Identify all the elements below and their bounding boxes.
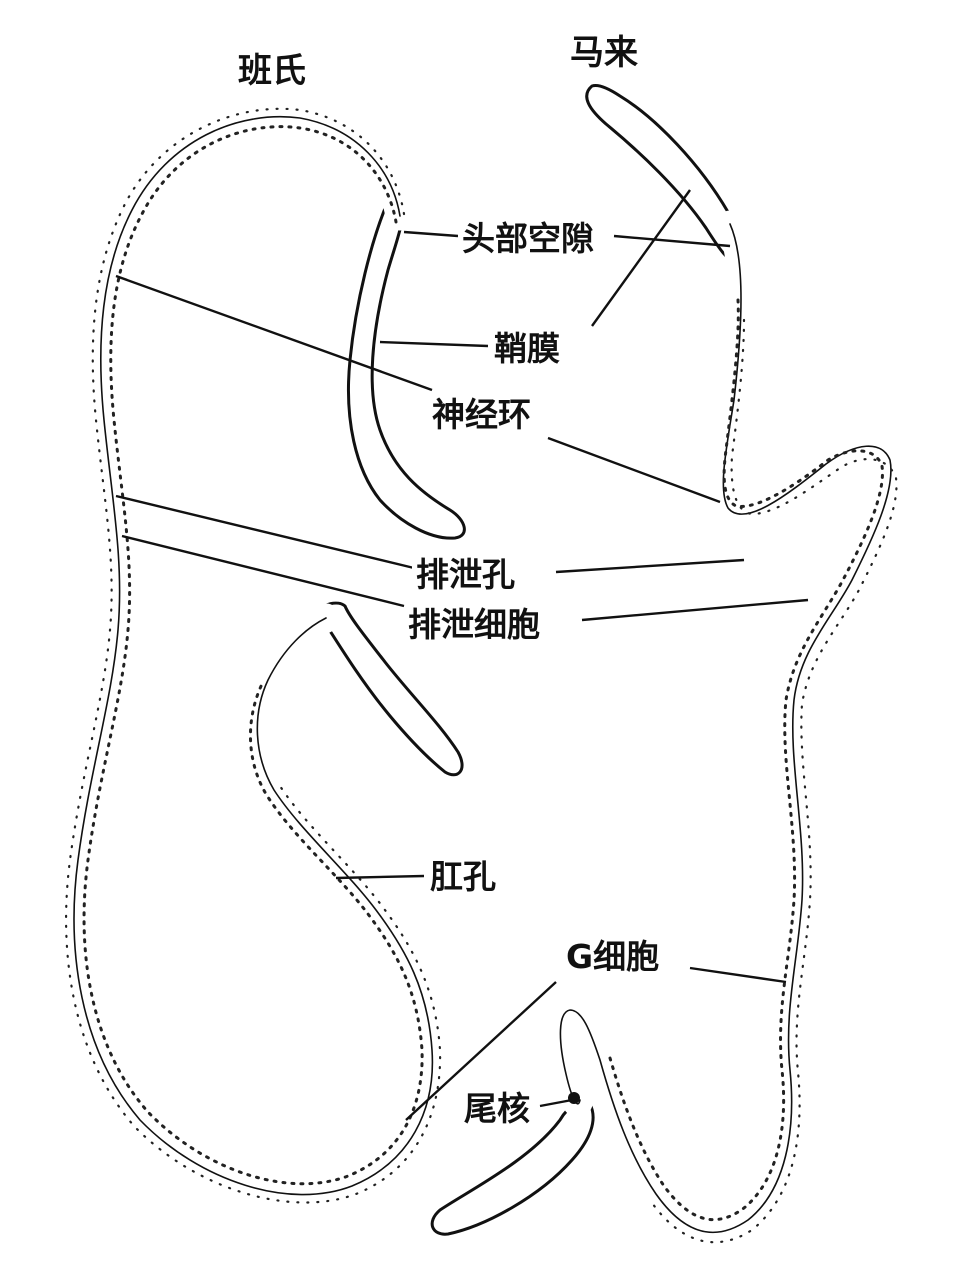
label-nerve-ring: 神经环: [428, 396, 535, 433]
label-sheath: 鞘膜: [490, 330, 564, 367]
label-excretory-pore: 排泄孔: [412, 556, 519, 593]
malayi-tail-nucleus-dot: [568, 1092, 580, 1104]
malayi-body-nuclei: [608, 298, 884, 1222]
leader-sheath-right: [591, 189, 691, 327]
leader-nerve-ring-left: [115, 274, 433, 392]
bancroft-sheath-head: [346, 198, 466, 540]
leader-sheath-left: [379, 340, 489, 348]
leader-excretory-cell-right: [581, 598, 809, 622]
leader-excretory-pore-left: [115, 494, 415, 570]
leader-lines: [115, 189, 809, 1121]
malayi-microfilaria: [430, 84, 905, 1246]
malayi-sheath-head: [585, 84, 744, 264]
leader-anal-pore: [335, 874, 425, 880]
leader-g-cell-right: [689, 966, 787, 984]
leader-g-cell-left: [405, 981, 557, 1121]
leader-excretory-pore-right: [555, 558, 745, 574]
malayi-body-nuclei-2: [648, 318, 898, 1244]
leader-head-space-right: [613, 234, 731, 248]
species-label-bancroft: 班氏: [234, 52, 310, 90]
bancroft-cuticle-line: [73, 116, 434, 1196]
bancroft-microfilaria: [59, 102, 466, 1210]
label-head-space: 头部空隙: [458, 220, 598, 257]
label-g-cell: G细胞: [562, 938, 664, 975]
leader-tail-nucleus: [539, 1098, 573, 1108]
leader-excretory-cell-left: [121, 534, 405, 608]
label-tail-nucleus: 尾核: [460, 1090, 534, 1127]
leader-nerve-ring-right: [547, 436, 721, 504]
label-excretory-cell: 排泄细胞: [404, 606, 544, 643]
species-label-malayi: 马来: [566, 34, 642, 72]
bancroft-body-nuclei: [82, 125, 424, 1186]
malayi-cuticle-line: [559, 223, 892, 1234]
bancroft-sheath-tail: [316, 601, 464, 777]
label-anal-pore: 肛孔: [426, 858, 500, 895]
malayi-body-fill: [546, 210, 905, 1246]
leader-head-space-left: [403, 230, 459, 238]
